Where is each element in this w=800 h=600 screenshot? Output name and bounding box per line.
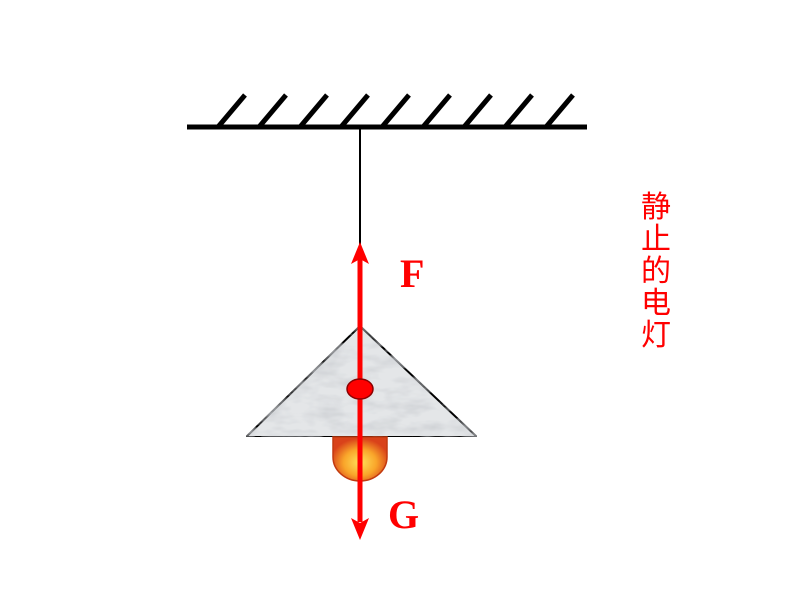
ceiling-hatch-mark	[421, 93, 452, 129]
ceiling-hatch-mark	[503, 93, 534, 129]
ceiling-hatch-mark	[380, 93, 411, 129]
ceiling-hatch-mark	[462, 93, 493, 129]
caption-char: 静	[641, 190, 671, 225]
force-f-label: F	[400, 251, 424, 296]
ceiling-hatch-mark	[298, 93, 329, 129]
center-of-gravity-dot	[346, 378, 374, 400]
caption-char: 的	[641, 254, 671, 289]
caption-char: 止	[641, 222, 671, 257]
force-g-arrowhead	[351, 518, 369, 540]
force-g-label: G	[388, 492, 419, 537]
ceiling-hatch-mark	[257, 93, 288, 129]
ceiling	[187, 93, 587, 130]
ceiling-hatch-mark	[216, 93, 247, 129]
force-f-arrowhead	[351, 242, 369, 264]
caption-vertical: 静 止 的 电 灯	[636, 192, 676, 352]
caption-char: 灯	[641, 318, 671, 353]
ceiling-hatching	[216, 93, 575, 129]
ceiling-hatch-mark	[544, 93, 575, 129]
caption-char: 电	[641, 286, 671, 321]
ceiling-hatch-mark	[339, 93, 370, 129]
